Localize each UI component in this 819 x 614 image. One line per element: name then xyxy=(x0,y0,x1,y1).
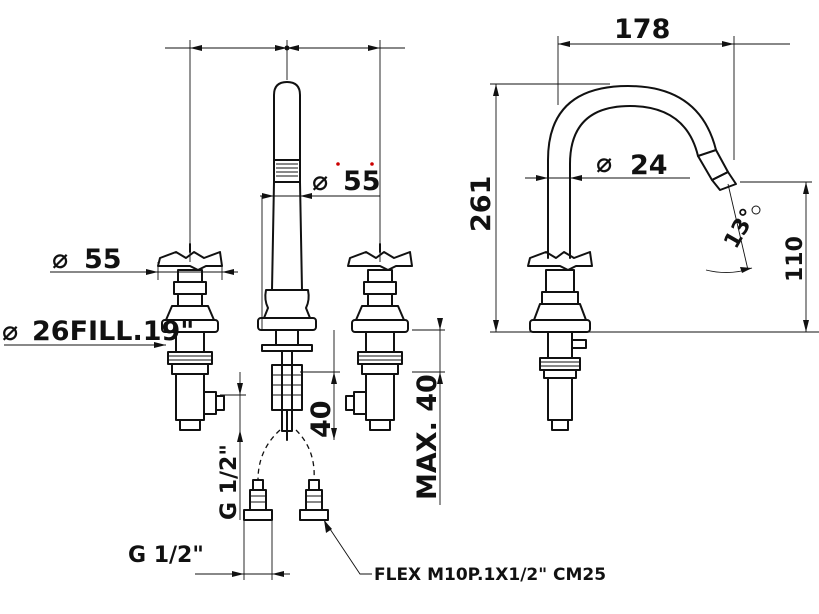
flex-hose-left xyxy=(257,429,281,481)
handle-diameter-symbol: ⌀ xyxy=(52,244,68,275)
tube-diameter-value: 24 xyxy=(630,150,668,181)
right-cross-handle-valve xyxy=(345,243,413,431)
flex-hose-right xyxy=(295,429,315,481)
spout-diameter-value: 55 xyxy=(343,166,381,197)
hole-diameter-symbol: ⌀ xyxy=(2,316,18,347)
side-view: 178 261 ⌀ 24 110 13° xyxy=(466,14,819,431)
hose-connector-right xyxy=(299,479,329,521)
gooseneck-spout xyxy=(547,85,737,259)
flex-hose-note: FLEX M10P.1X1/2" CM25 xyxy=(374,565,606,585)
degree-circle xyxy=(751,205,761,215)
depth-40-label: 40 xyxy=(306,400,337,438)
red-marker-dot xyxy=(370,162,374,166)
side-handle-valve xyxy=(527,251,593,431)
center-spout xyxy=(257,81,317,441)
spout-diameter-symbol: ⌀ xyxy=(312,166,328,197)
hole-diameter-value: 26FILL.19" xyxy=(32,316,194,347)
left-cross-handle-valve xyxy=(157,243,225,431)
height-261-label: 261 xyxy=(466,176,497,232)
max-40-label: MAX. 40 xyxy=(412,374,443,500)
red-marker-dot xyxy=(336,162,340,166)
thread-horizontal-label: G 1/2" xyxy=(128,543,204,568)
thread-vertical-label: G 1/2" xyxy=(217,444,242,520)
handle-diameter-value: 55 xyxy=(84,244,122,275)
angle-13-label: 13° xyxy=(720,204,762,253)
height-110-label: 110 xyxy=(783,236,808,282)
front-view: ⌀ 55 xyxy=(2,40,606,585)
width-178-label: 178 xyxy=(614,14,670,45)
tube-diameter-symbol: ⌀ xyxy=(596,148,612,179)
hose-connector-left xyxy=(243,479,273,521)
